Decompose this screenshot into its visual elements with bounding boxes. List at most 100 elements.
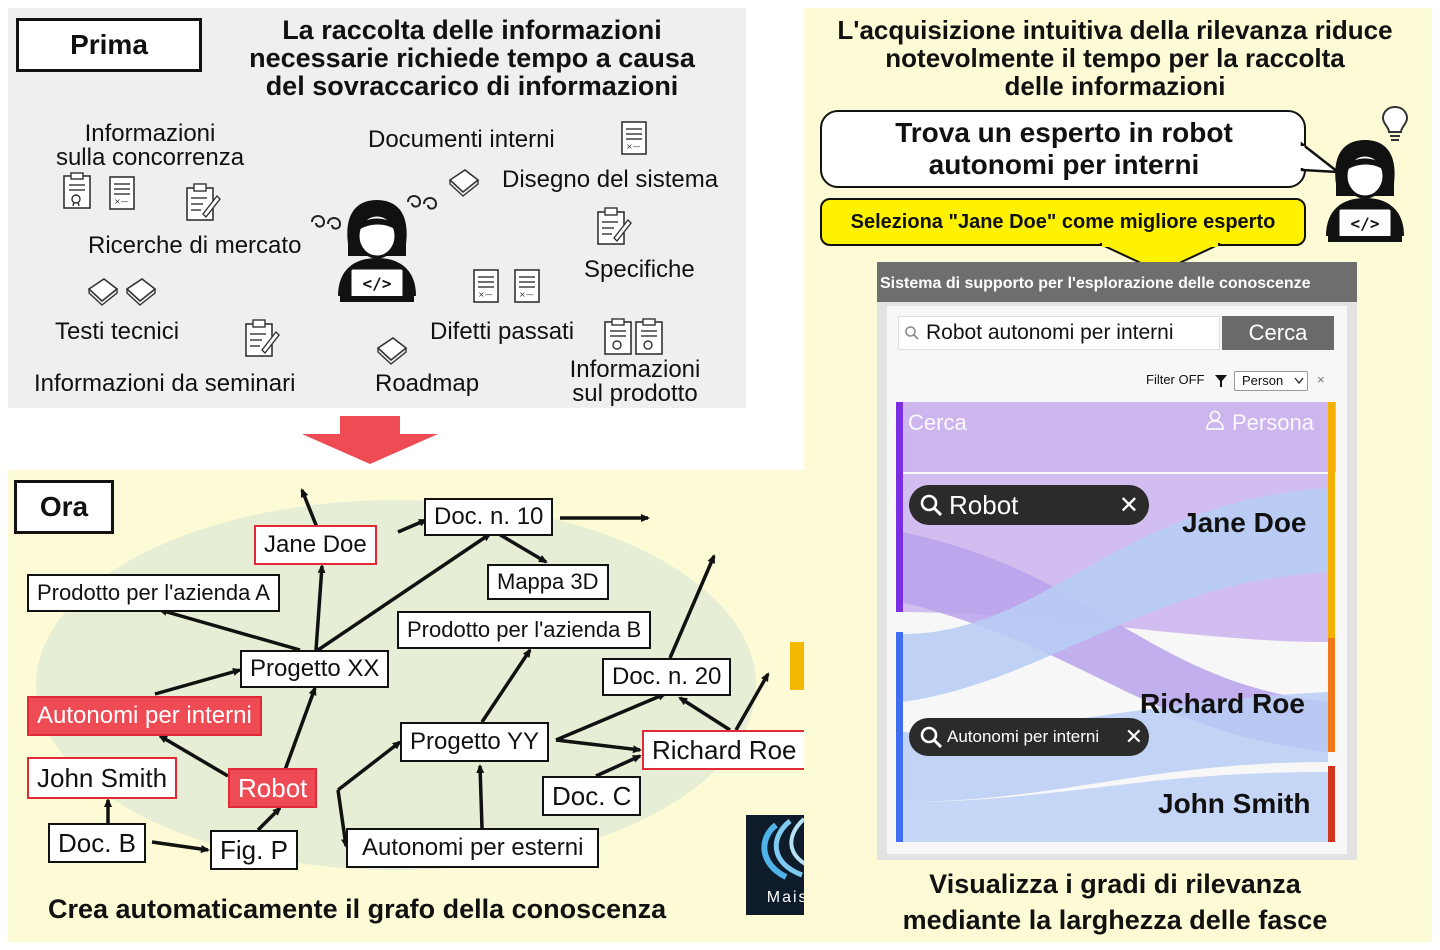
item-specs: Specifiche bbox=[584, 256, 695, 283]
certificate-doc-icon bbox=[63, 172, 91, 209]
speech-text: Trova un esperto in robot autonomi per i… bbox=[822, 117, 1306, 181]
clipboard-pen-icon bbox=[186, 183, 221, 221]
graph-node-project-yy[interactable]: Progetto YY bbox=[400, 722, 549, 762]
sankey-col-right: Persona bbox=[1232, 410, 1314, 435]
graph-node-jane-doe[interactable]: Jane Doe bbox=[254, 525, 377, 565]
item-product-info: Informazioni sul prodotto bbox=[555, 358, 715, 406]
graph-node-robot[interactable]: Robot bbox=[228, 768, 318, 808]
best-expert-highlight: Seleziona "Jane Doe" come migliore esper… bbox=[820, 198, 1306, 246]
document-icon: ×— bbox=[514, 269, 540, 303]
graph-node-autonomous-outdoor[interactable]: Autonomi per esterni bbox=[346, 828, 600, 868]
chevron-down-icon bbox=[1294, 377, 1304, 385]
svg-text:×—: ×— bbox=[478, 290, 493, 299]
graph-node-product-b[interactable]: Prodotto per l'azienda B bbox=[397, 611, 652, 649]
person-icon bbox=[1206, 410, 1224, 430]
before-title-line-1: La raccolta delle informazioni bbox=[282, 15, 662, 45]
search-icon bbox=[905, 326, 919, 340]
svg-text:</>: </> bbox=[1351, 214, 1380, 233]
svg-text:×—: ×— bbox=[114, 197, 129, 206]
book-stack-icon bbox=[87, 278, 119, 306]
sankey-chart bbox=[896, 402, 1336, 842]
after-title-line-3: delle informazioni bbox=[1004, 71, 1226, 101]
filter-label: Filter OFF bbox=[1146, 372, 1205, 387]
highlight-pointer bbox=[1099, 243, 1221, 274]
graph-node-john-smith[interactable]: John Smith bbox=[27, 757, 178, 799]
person-richard-roe[interactable]: Richard Roe bbox=[1140, 688, 1305, 719]
before-title-line-3: del sovraccarico di informazioni bbox=[265, 71, 679, 101]
item-competition: Informazioni sulla concorrenza bbox=[40, 122, 260, 170]
search-chip-autonomous[interactable]: Autonomi per interni ✕ bbox=[909, 718, 1149, 756]
item-product-info-line-2: sul prodotto bbox=[572, 380, 698, 407]
search-button[interactable]: Cerca bbox=[1222, 316, 1334, 350]
type-select-value: Person bbox=[1242, 373, 1284, 388]
app-title: Sistema di supporto per l'esplorazione d… bbox=[880, 275, 1311, 292]
graph-node-doc-c[interactable]: Doc. C bbox=[542, 776, 642, 816]
after-caption-line-2: mediante la larghezza delle fasce bbox=[902, 905, 1328, 935]
speech-bubble-tail bbox=[1299, 141, 1342, 174]
document-icon: ×— bbox=[621, 121, 647, 155]
search-input[interactable] bbox=[898, 316, 1220, 350]
before-title-line-2: necessarie richiede tempo a causa bbox=[249, 43, 695, 73]
item-system-design: Disegno del sistema bbox=[502, 166, 719, 193]
filter-icon[interactable] bbox=[1214, 374, 1228, 388]
item-roadmap: Roadmap bbox=[375, 370, 480, 397]
item-market-research: Ricerche di mercato bbox=[88, 232, 302, 259]
after-title-line-1: L'acquisizione intuitiva della rilevanza… bbox=[837, 15, 1393, 45]
item-past-defects: Difetti passati bbox=[430, 318, 575, 345]
now-label: Ora bbox=[14, 480, 114, 534]
item-competition-line-1: Informazioni bbox=[84, 120, 216, 147]
graph-node-product-a[interactable]: Prodotto per l'azienda A bbox=[27, 574, 280, 612]
graph-node-project-xx[interactable]: Progetto XX bbox=[240, 650, 390, 688]
graph-node-richard-roe[interactable]: Richard Roe bbox=[642, 730, 807, 770]
lightbulb-icon bbox=[1381, 105, 1409, 141]
type-select[interactable] bbox=[1234, 371, 1308, 391]
item-seminars: Informazioni da seminari bbox=[34, 370, 296, 397]
search-chip-label: Robot bbox=[949, 489, 1019, 520]
clipboard-pen-icon bbox=[597, 207, 632, 245]
down-arrow-icon bbox=[302, 416, 438, 464]
search-chip-robot[interactable]: Robot ✕ bbox=[909, 485, 1149, 525]
before-title: La raccolta delle informazioni necessari… bbox=[222, 16, 722, 100]
close-icon[interactable]: ✕ bbox=[1124, 724, 1143, 749]
book-stack-icon bbox=[448, 169, 480, 197]
clipboard-pen-icon bbox=[245, 319, 280, 357]
person-with-laptop-icon: </> bbox=[1326, 140, 1404, 242]
speech-text-line-2: autonomi per interni bbox=[928, 149, 1200, 180]
item-internal-docs: Documenti interni bbox=[368, 126, 555, 153]
person-with-laptop-icon: </> bbox=[338, 200, 416, 302]
confusion-swirl-icon bbox=[407, 195, 438, 210]
close-icon[interactable]: ✕ bbox=[1118, 491, 1139, 519]
speech-text-line-1: Trova un esperto in robot bbox=[895, 117, 1233, 148]
knowledge-graph-edges bbox=[104, 488, 770, 853]
graph-node-map-3d[interactable]: Mappa 3D bbox=[487, 564, 609, 600]
svg-text:</>: </> bbox=[363, 274, 392, 293]
after-caption: Visualizza i gradi di rilevanza mediante… bbox=[850, 866, 1380, 938]
search-icon bbox=[920, 494, 943, 517]
after-title-line-2: notevolmente il tempo per la raccolta bbox=[885, 43, 1345, 73]
certificate-doc-icon bbox=[604, 318, 632, 355]
before-label: Prima bbox=[16, 18, 202, 72]
search-input-value: Robot autonomi per interni bbox=[926, 321, 1174, 344]
search-icon bbox=[920, 726, 943, 749]
book-stack-icon bbox=[376, 337, 408, 365]
document-icon: ×— bbox=[109, 176, 135, 210]
graph-node-doc-b[interactable]: Doc. B bbox=[48, 823, 147, 863]
graph-node-fig-p[interactable]: Fig. P bbox=[210, 830, 298, 870]
filter-close-icon[interactable]: × bbox=[1317, 372, 1325, 387]
person-jane-doe[interactable]: Jane Doe bbox=[1182, 507, 1307, 538]
speech-bubble bbox=[820, 110, 1306, 188]
book-stack-icon bbox=[125, 278, 157, 306]
document-icon: ×— bbox=[473, 269, 499, 303]
graph-node-doc-20[interactable]: Doc. n. 20 bbox=[602, 658, 732, 696]
item-tech-texts: Testi tecnici bbox=[55, 318, 180, 345]
svg-text:×—: ×— bbox=[626, 142, 641, 151]
certificate-doc-icon bbox=[635, 318, 663, 355]
confusion-swirl-icon bbox=[311, 215, 342, 230]
sankey-col-left: Cerca bbox=[908, 410, 967, 435]
after-caption-line-1: Visualizza i gradi di rilevanza bbox=[929, 869, 1301, 899]
svg-text:×—: ×— bbox=[519, 290, 534, 299]
graph-node-doc-10[interactable]: Doc. n. 10 bbox=[424, 498, 554, 536]
graph-node-autonomous-indoor[interactable]: Autonomi per interni bbox=[27, 696, 262, 736]
person-john-smith[interactable]: John Smith bbox=[1158, 788, 1311, 819]
item-competition-line-2: sulla concorrenza bbox=[55, 144, 245, 171]
